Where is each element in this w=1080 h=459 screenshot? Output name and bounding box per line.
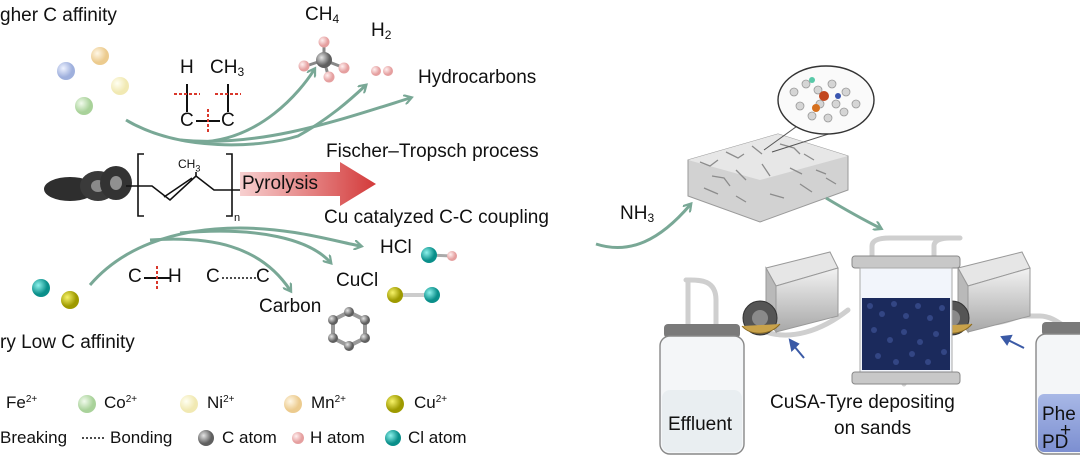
- lower-bond-c2: C: [206, 266, 220, 287]
- block-to-column-arrow: [825, 196, 880, 228]
- legend-fe: Fe2+: [6, 393, 38, 412]
- hcl-molecule: [421, 247, 457, 263]
- legend-bonding: Bonding: [110, 428, 173, 447]
- upper-product-arrows: [125, 70, 410, 147]
- porous-carbon-block: [687, 133, 849, 223]
- hydrocarbons-label: Hydrocarbons: [418, 67, 537, 88]
- lower-product-arrows: [88, 226, 360, 290]
- polymer-ch3-label: CH3: [178, 157, 201, 174]
- legend-ion-circles: [78, 395, 404, 413]
- pyrolysis-arrow: [240, 162, 376, 206]
- cucl-label: CuCl: [336, 270, 379, 291]
- nh3-arrow: [595, 205, 690, 249]
- h2-label: H2: [371, 20, 392, 42]
- legend-h-atom: H atom: [310, 428, 365, 447]
- zoom-inset: [763, 65, 875, 153]
- lower-bond-structure: [144, 266, 256, 290]
- metal-ion-cluster-top: [57, 47, 129, 115]
- metal-ion-cluster-bottom: [32, 279, 79, 309]
- upper-bond-structure: [174, 84, 241, 134]
- ch4-molecule: [298, 36, 350, 83]
- sand-column: [851, 255, 961, 385]
- cu-coupling-label: Cu catalyzed C-C coupling: [324, 207, 549, 228]
- bond-c-left-label: C: [180, 110, 194, 131]
- hcl-label: HCl: [380, 237, 412, 258]
- bond-c-right-label: C: [221, 110, 235, 131]
- legend-breaking: Breaking: [0, 428, 68, 447]
- polymer-n-label: n: [234, 212, 241, 224]
- feed-bottle: [1035, 322, 1080, 455]
- nh3-label: NH3: [620, 203, 655, 225]
- flow-arrows: [788, 334, 1025, 359]
- column-caption-line2: on sands: [834, 418, 912, 439]
- left-pump: [741, 251, 839, 336]
- column-caption-line1: CuSA-Tyre depositing: [770, 392, 955, 413]
- legend-ni: Ni2+: [207, 393, 235, 412]
- feed-line1: Phe: [1042, 404, 1076, 425]
- legend-c-atom: C atom: [222, 428, 277, 447]
- effluent-label: Effluent: [668, 414, 733, 435]
- effluent-bottle: [659, 324, 745, 455]
- legend-mn: Mn2+: [311, 393, 347, 412]
- legend-co: Co2+: [104, 393, 138, 412]
- tyres-image: [44, 166, 132, 201]
- legend-cu: Cu2+: [414, 393, 448, 412]
- low-c-affinity-heading: ry Low C affinity: [0, 332, 135, 353]
- pyrolysis-label: Pyrolysis: [242, 173, 319, 194]
- cucl-molecule: [387, 287, 440, 303]
- lower-bond-c3: C: [256, 266, 270, 287]
- polymer-structure: [126, 153, 240, 217]
- feed-line2: +: [1060, 420, 1072, 441]
- carbon-label: Carbon: [259, 296, 322, 317]
- h2-molecule: [371, 66, 393, 76]
- carbon-ring: [328, 307, 370, 351]
- bond-h-label: H: [180, 57, 194, 78]
- bond-ch3-label: CH3: [210, 57, 245, 79]
- legend-key-marks: [82, 430, 401, 446]
- higher-c-affinity-heading: gher C affinity: [0, 5, 117, 26]
- fischer-tropsch-label: Fischer–Tropsch process: [326, 141, 539, 162]
- lower-bond-h1: H: [168, 266, 182, 287]
- legend-cl-atom: Cl atom: [408, 428, 467, 447]
- lower-bond-c1: C: [128, 266, 142, 287]
- feed-line3: PD: [1042, 432, 1069, 453]
- ch4-label: CH4: [305, 4, 340, 26]
